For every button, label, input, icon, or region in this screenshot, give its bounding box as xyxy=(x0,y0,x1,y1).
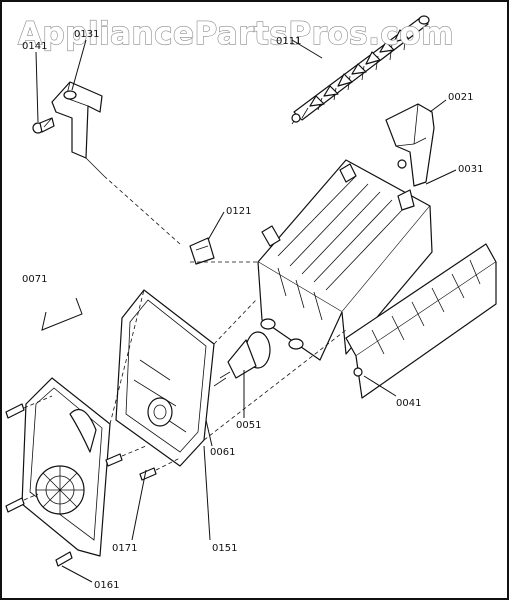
clip-part xyxy=(189,237,215,265)
front-cover-part xyxy=(345,243,497,399)
ice-mold-tray-part xyxy=(257,159,433,361)
callout-0041: 0041 xyxy=(396,398,421,409)
callout-0171: 0171 xyxy=(112,543,137,554)
housing-part xyxy=(115,289,215,467)
callout-0021: 0021 xyxy=(448,92,473,103)
callout-0161: 0161 xyxy=(94,580,119,591)
control-module-part xyxy=(21,289,145,557)
callout-0111: 0111 xyxy=(276,36,301,47)
motor-part xyxy=(213,331,271,387)
ejector-part xyxy=(291,15,430,125)
callout-0151: 0151 xyxy=(212,543,237,554)
leader-lines xyxy=(35,39,457,583)
assembly-axis-lines xyxy=(103,175,347,441)
callout-labels: 0141 0131 0111 0021 0031 0121 0071 0041 … xyxy=(22,29,483,591)
callout-0051: 0051 xyxy=(236,420,261,431)
callout-0141: 0141 xyxy=(22,41,47,52)
callout-0031: 0031 xyxy=(458,164,483,175)
callout-0121: 0121 xyxy=(226,206,251,217)
stripper-cover-part xyxy=(385,103,435,187)
mounting-bracket-part xyxy=(32,81,105,177)
callout-0131: 0131 xyxy=(74,29,99,40)
screw-parts xyxy=(5,395,181,567)
callout-0061: 0061 xyxy=(210,447,235,458)
callout-0071: 0071 xyxy=(22,274,47,285)
watermark-text: AppliancePartsPros.com xyxy=(18,16,454,52)
